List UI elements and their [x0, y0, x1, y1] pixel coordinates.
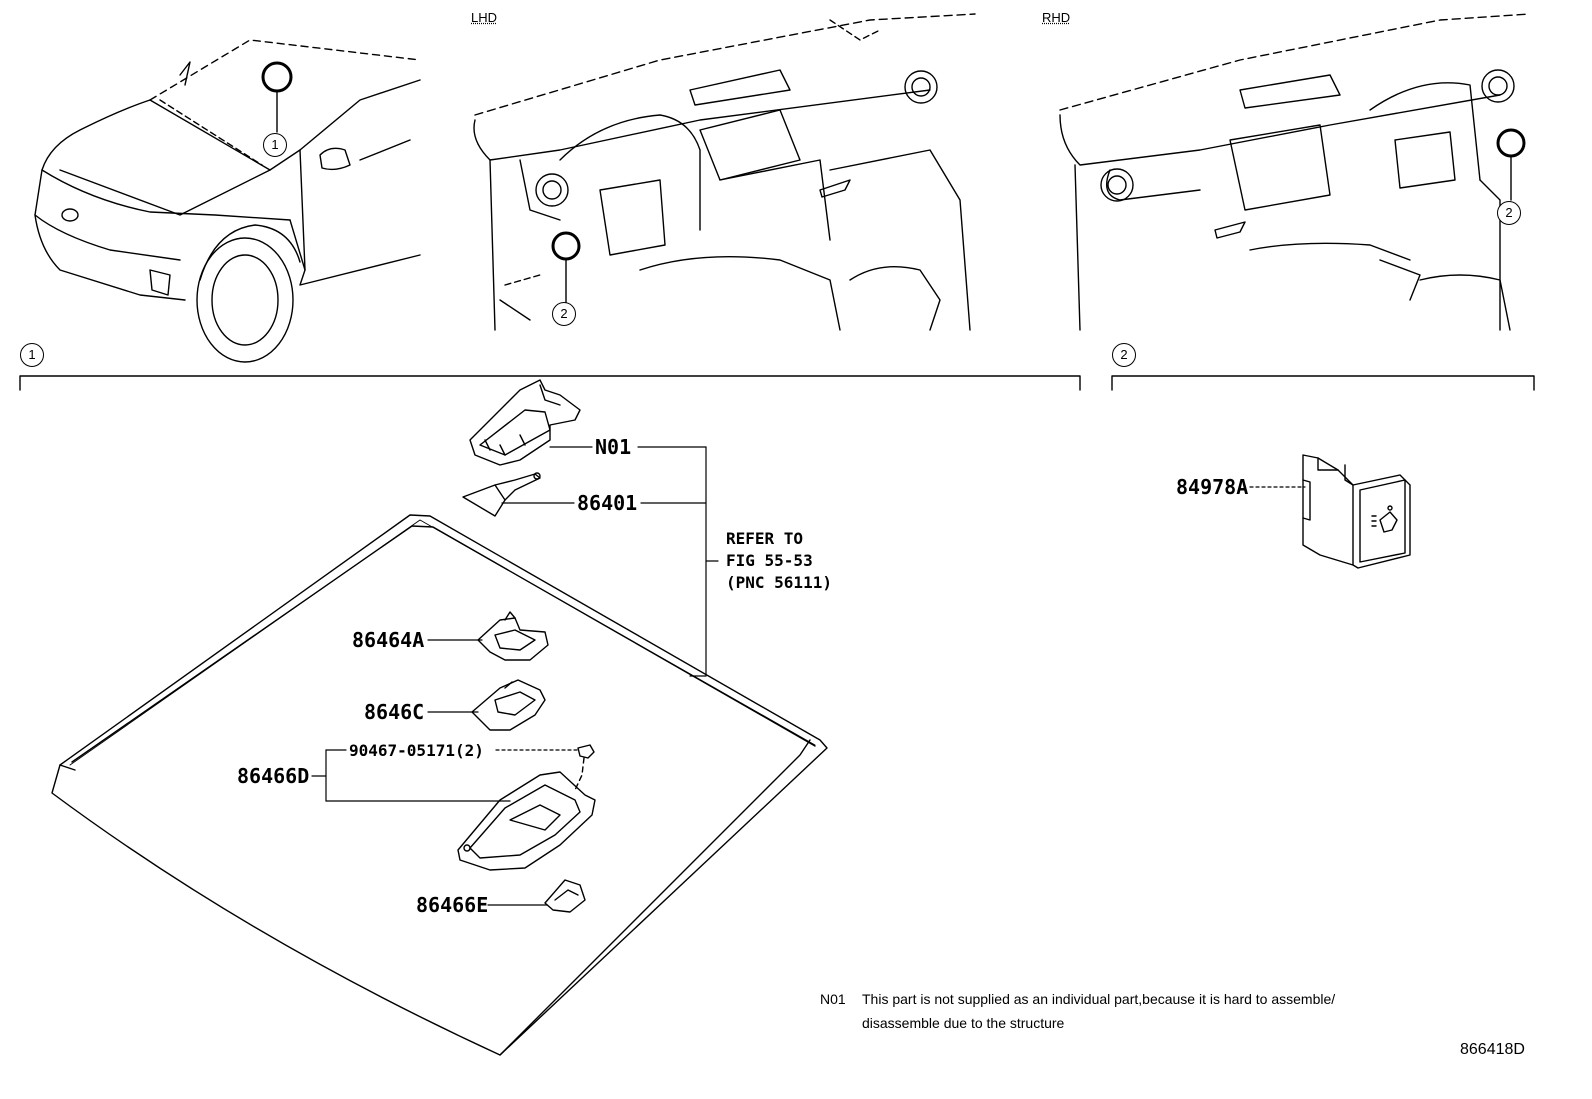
86401-cover-part	[462, 472, 541, 517]
part-label-86466d[interactable]: 86466D	[237, 764, 310, 788]
86466e-bracket-part	[544, 879, 586, 913]
group-2-marker: 2	[1112, 343, 1136, 367]
part-label-86466e[interactable]: 86466E	[416, 893, 489, 917]
windshield-glass	[51, 514, 828, 1056]
part-label-8646c[interactable]: 8646C	[364, 700, 425, 724]
84978a-switch-part	[1302, 454, 1411, 569]
8646c-cover-part	[471, 679, 546, 731]
callout-2-rhd: 2	[1497, 201, 1521, 225]
diagram-code: 866418D	[1460, 1041, 1525, 1058]
lhd-dashboard-illustration	[473, 13, 976, 331]
86464a-bracket-part	[477, 611, 549, 661]
part-label-84978a[interactable]: 84978A	[1176, 475, 1249, 499]
footnote-line2: disassemble due to the structure	[862, 1015, 1065, 1031]
part-label-86401[interactable]: 86401	[577, 491, 638, 515]
part-label-86464a[interactable]: 86464A	[352, 628, 425, 652]
refer-to-line2[interactable]: FIG 55-53	[726, 551, 813, 570]
footnote-code: N01	[820, 991, 846, 1007]
vehicle-overview-illustration	[34, 39, 421, 363]
lhd-view-label: LHD	[471, 10, 498, 25]
refer-to-line3: (PNC 56111)	[726, 573, 832, 592]
86466d-cover-part	[457, 771, 596, 871]
90467-clip-part	[574, 744, 595, 791]
group-1-marker: 1	[20, 343, 44, 367]
refer-to-line1: REFER TO	[726, 529, 804, 548]
part-label-90467-05171[interactable]: 90467-05171(2)	[349, 741, 484, 760]
callout-2-lhd: 2	[552, 302, 576, 326]
group2-bracket	[1111, 375, 1535, 391]
footnote-line1: This part is not supplied as an individu…	[862, 991, 1336, 1007]
rhd-dashboard-illustration	[1059, 13, 1531, 331]
n01-bracket-part	[469, 379, 581, 466]
callout-1-vehicle: 1	[263, 133, 287, 157]
part-label-n01[interactable]: N01	[595, 435, 632, 459]
group1-bracket	[19, 375, 1081, 391]
leader-lines	[311, 446, 1306, 906]
rhd-view-label: RHD	[1042, 10, 1071, 25]
